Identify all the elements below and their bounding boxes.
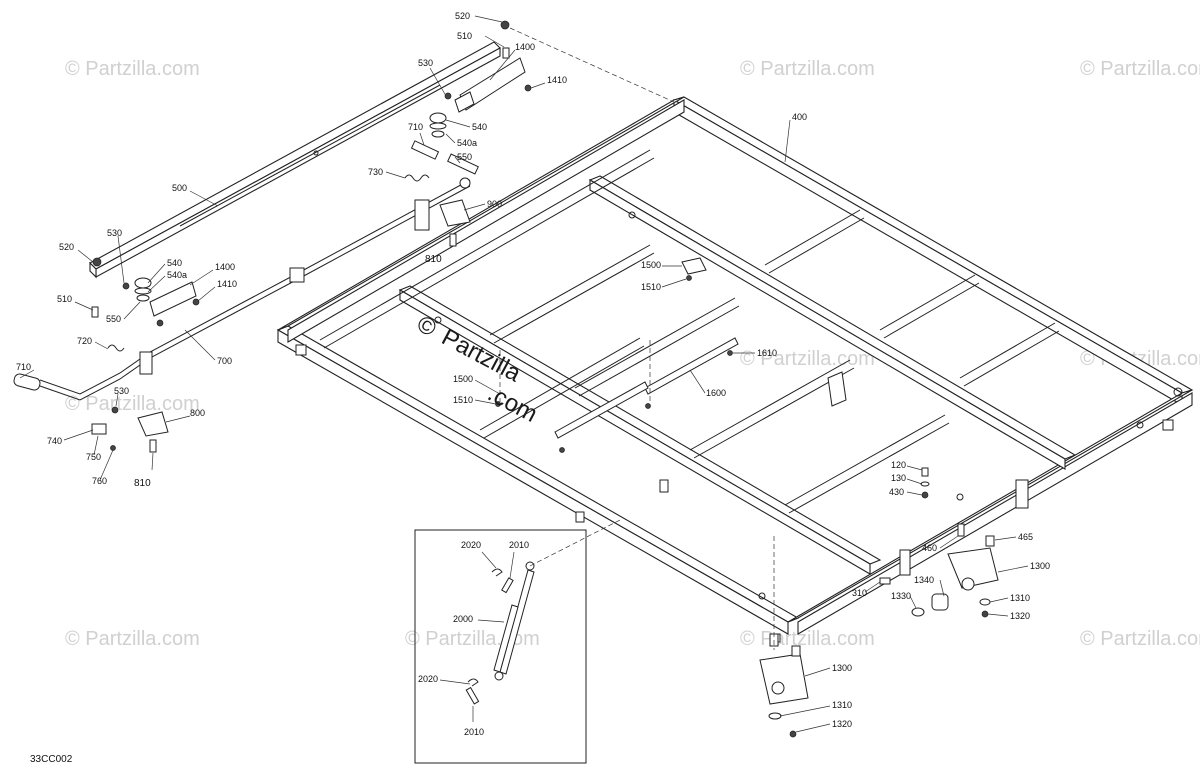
callout-550: 550 (106, 314, 121, 324)
callout-2020: 2020 (461, 540, 481, 550)
callout-720: 720 (77, 336, 92, 346)
callout-540: 540 (167, 258, 182, 268)
callout-530: 530 (107, 228, 122, 238)
callout-2010: 2010 (464, 727, 484, 737)
callout-810: 810 (134, 478, 151, 489)
callout-710: 710 (16, 362, 31, 372)
callout-1310: 1310 (1010, 593, 1030, 603)
callout-1310: 1310 (832, 700, 852, 710)
latches (91, 199, 471, 453)
callout-1400: 1400 (215, 262, 235, 272)
callout-labels: 520 510 1400 530 1410 540 540a 710 550 7… (16, 11, 1050, 737)
watermark-text: © Partzilla.com (405, 628, 540, 650)
callout-1600: 1600 (706, 388, 726, 398)
callout-530: 530 (418, 58, 433, 68)
callout-2000: 2000 (453, 614, 473, 624)
watermark-text: © Partzilla.com (65, 628, 200, 650)
callout-900: 900 (487, 199, 502, 209)
callout-1300: 1300 (1030, 561, 1050, 571)
callout-510: 510 (57, 294, 72, 304)
watermark-text: © Partzilla.com (1080, 58, 1200, 80)
callout-540a: 540a (167, 270, 187, 280)
callout-1610: 1610 (757, 348, 777, 358)
callout-510: 510 (457, 31, 472, 41)
callout-400: 400 (792, 112, 807, 122)
diagram-code: 33CC002 (30, 754, 73, 765)
callout-1400: 1400 (515, 42, 535, 52)
callout-540a: 540a (457, 138, 477, 148)
callout-740: 740 (47, 436, 62, 446)
watermark-text: © Partzilla.com (740, 58, 875, 80)
watermark-text: © Partzilla.com (740, 628, 875, 650)
callout-430: 430 (889, 487, 904, 497)
connection-lines (499, 27, 775, 650)
callout-700: 700 (217, 356, 232, 366)
callout-1510: 1510 (453, 395, 473, 405)
callout-1320: 1320 (832, 719, 852, 729)
callout-800: 800 (190, 408, 205, 418)
callout-1320: 1320 (1010, 611, 1030, 621)
leader-lines (19, 15, 1029, 733)
callout-760: 760 (92, 476, 107, 486)
callout-1300: 1300 (832, 663, 852, 673)
callout-810: 810 (425, 254, 442, 265)
callout-1500: 1500 (641, 260, 661, 270)
callout-465: 465 (1018, 532, 1033, 542)
callout-540: 540 (472, 122, 487, 132)
callout-2010: 2010 (509, 540, 529, 550)
callout-1410: 1410 (217, 279, 237, 289)
detail-box (414, 529, 587, 764)
upper-rail-500 (89, 41, 501, 279)
watermark-text: © Partzilla.com (1080, 628, 1200, 650)
callout-1330: 1330 (891, 591, 911, 601)
callout-1500: 1500 (453, 374, 473, 384)
callout-530: 530 (114, 386, 129, 396)
callout-1410: 1410 (547, 75, 567, 85)
callout-750: 750 (86, 452, 101, 462)
callout-120: 120 (891, 460, 906, 470)
callout-1510: 1510 (641, 282, 661, 292)
callout-520: 520 (455, 11, 470, 21)
gas-strut-detail (414, 529, 587, 764)
callout-2020: 2020 (418, 674, 438, 684)
bumper-left (91, 257, 200, 327)
cross-brackets-1600 (554, 257, 847, 439)
callout-520: 520 (59, 242, 74, 252)
watermark-text: © Partzilla.com (65, 58, 200, 80)
callout-550: 550 (457, 152, 472, 162)
main-frame (276, 96, 1194, 643)
callout-310: 310 (852, 588, 867, 598)
watermark-text: © Partzilla.com (65, 393, 200, 415)
callout-1340: 1340 (914, 575, 934, 585)
latch-rod-700 (13, 174, 471, 401)
hinge-blocks (495, 275, 999, 738)
callout-130: 130 (891, 473, 906, 483)
callout-500: 500 (172, 183, 187, 193)
callout-730: 730 (368, 167, 383, 177)
callout-710: 710 (408, 122, 423, 132)
callout-460: 460 (922, 543, 937, 553)
